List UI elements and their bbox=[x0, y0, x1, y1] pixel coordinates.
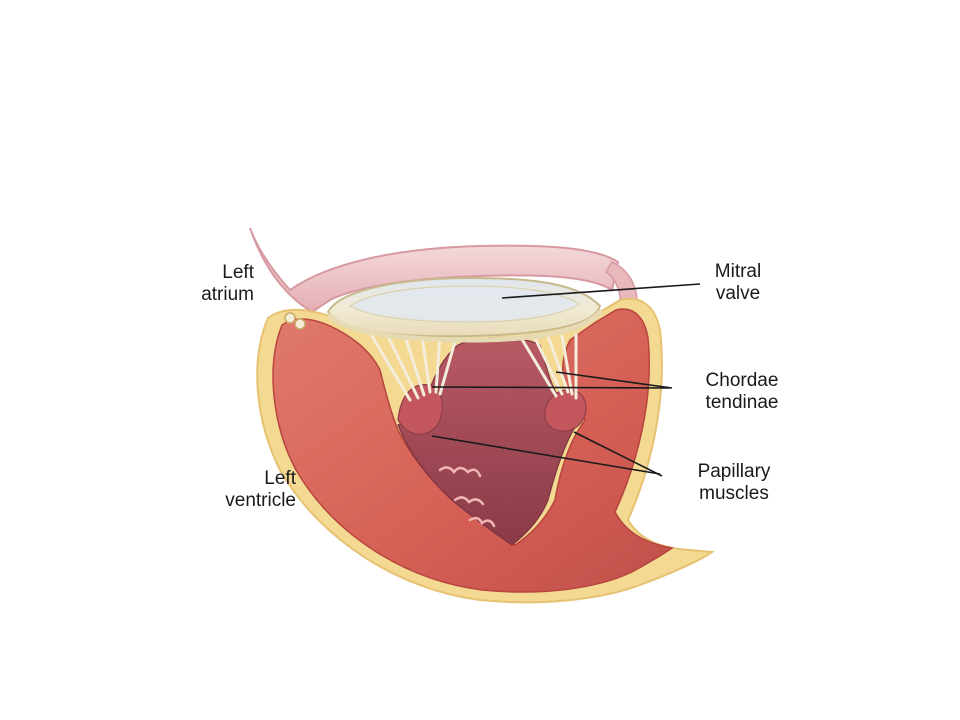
vessel-marker-2 bbox=[294, 318, 306, 330]
label-left-ventricle: Left ventricle bbox=[225, 468, 296, 511]
label-papillary-muscles: Papillary muscles bbox=[697, 461, 771, 504]
vessel-marker-1 bbox=[284, 312, 296, 324]
mitral-valve-leaflet bbox=[348, 285, 582, 323]
leader-papillary-left bbox=[431, 435, 661, 475]
leader-papillary-right bbox=[573, 431, 663, 477]
papillary-muscle-right bbox=[544, 389, 587, 432]
ventricle-myocardium bbox=[272, 308, 674, 593]
leader-chordae-right bbox=[555, 371, 673, 389]
leader-lines bbox=[431, 283, 701, 477]
leader-mitral-valve bbox=[501, 283, 701, 299]
trabeculae bbox=[438, 466, 496, 528]
mitral-valve-rim bbox=[327, 309, 603, 343]
label-left-atrium: Left atrium bbox=[201, 262, 254, 305]
label-chordae-tendinae: Chordae tendinae bbox=[705, 370, 779, 413]
label-mitral-valve: Mitral valve bbox=[714, 261, 762, 304]
leader-chordae-left bbox=[431, 386, 671, 389]
